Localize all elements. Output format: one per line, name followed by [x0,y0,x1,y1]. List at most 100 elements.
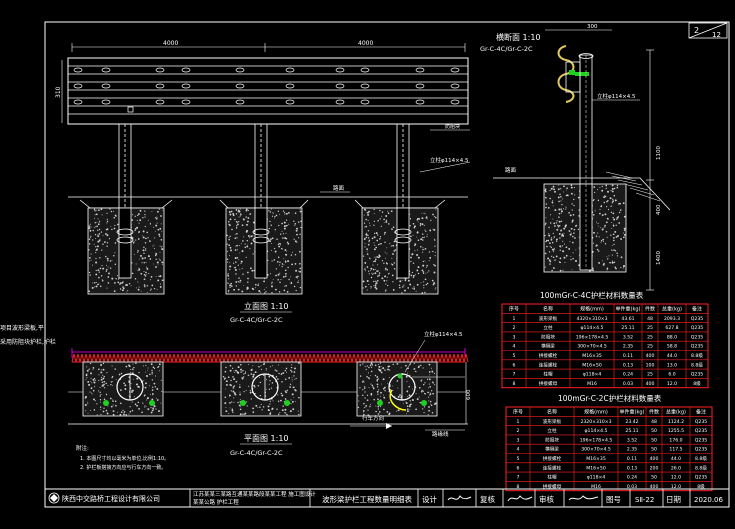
table-cell: 拼接螺栓 [543,455,562,462]
table-cell: Q235 [695,428,707,434]
elev-dim-right: 4000 [358,40,373,47]
table-cell: M16 [587,381,597,387]
table-cell: Q235 [691,334,703,340]
table-cell: 25 [647,325,653,331]
design-label: 设计 [422,494,437,504]
table-cell: 88.0 [667,334,677,340]
table-cell: 4 [517,447,520,453]
note-1: 1. 本图尺寸均以毫米为单位,比例1:10。 [80,455,169,462]
table-cell: 2093.3 [664,316,680,322]
drawing-no: SⅡ-22 [635,496,654,504]
table-cell: M16×50 [586,465,606,471]
table-cell: 4320×310×3 [576,316,607,322]
table-cell: 3 [513,334,516,340]
table-cell: 43.61 [621,316,634,322]
table-cell: 连接螺栓 [543,464,562,471]
table-cell: 7 [517,475,520,481]
table-cell: 200 [650,465,659,471]
table-cell: M16×35 [586,456,606,462]
table-cell: 26.0 [671,465,681,471]
plan-label-post: 立柱φ114×4.5 [424,330,463,338]
table-cell: 8.8级 [695,455,707,462]
elev-label-ground: 路面 [333,184,345,192]
table-cell: 1255.5 [668,428,684,434]
signature-review [507,495,533,502]
table-header-cell: 单件重(kg) [616,306,641,313]
plan-subtitle: Gr-C-4C/Gr-C-2C [230,449,283,457]
table-cell: 25.11 [625,428,638,434]
table-cell: M16×35 [582,353,602,359]
table-header-cell: 名称 [543,306,553,313]
table-cell: 12.0 [671,484,681,490]
company-logo-icon [48,492,60,504]
table-cell: 3 [517,437,520,443]
plan-dim-side: 600 [466,389,472,400]
table-cell: 0.13 [627,465,637,471]
table-cell: 1 [513,316,516,322]
table-header-cell: 规格(mm) [580,306,604,313]
table-cell: 117.5 [669,447,682,453]
table-cell: Q235 [691,372,703,378]
table-cell: 4 [513,344,516,350]
table-cell: 196×178×4.5 [580,437,613,443]
elevation-subtitle: Gr-C-4C/Gr-C-2C [230,316,283,324]
table-cell: 拼接螺母 [543,483,562,490]
table-cell: 5 [517,456,520,462]
section-view: 横断面 1:10 Gr-C-4C/Gr-C-2C 300 1100 400 14… [480,24,671,291]
table-cell: 拼接螺栓 [539,352,558,359]
table-header-cell: 规格(mm) [584,409,608,416]
table-cell: 6.0 [668,372,675,378]
section-dim-top: 300 [587,24,598,30]
table-cell: 8.8级 [695,464,707,471]
table-cell: 柱帽 [543,371,553,378]
table-cell: 58.8 [667,344,677,350]
project-sub: 某某公路 护栏工程 [193,498,239,506]
table-cell: 0.24 [623,372,633,378]
table-cell: 防阻块 [545,436,559,443]
table-cell: 横隔梁 [545,446,559,453]
table-cell: 25 [647,334,653,340]
table-cell: 2 [517,428,520,434]
table-cell: φ118×4 [583,372,602,378]
material-table-4c: 100mGr-C-4C护栏材料数量表 序号名称规格(mm)单件重(kg)件数总重… [501,290,709,389]
table-cell: Q235 [695,419,707,425]
table-cell: 2.35 [623,344,633,350]
table-cell: 柱帽 [547,474,557,481]
table-cell: 2 [513,325,516,331]
table-cell: 400 [650,484,659,490]
drawing-no-label: 图号 [606,495,621,504]
signature-audit [568,495,599,501]
table-cell: 627.8 [665,325,678,331]
section-dim-h2: 400 [656,204,662,215]
table-cell: 8.8级 [691,361,703,368]
table-cell: 12.0 [667,381,677,387]
table-cell: 0.03 [623,381,633,387]
table-cell: 0.24 [627,475,637,481]
table-cell: 6 [513,362,516,368]
elev-label-block: 防阻块 [445,123,460,130]
table-cell: 波形梁板 [543,418,562,425]
concrete-speckle [88,208,437,294]
table-cell: 横隔梁 [541,343,555,350]
elev-label-post: 立柱φ114×4.5 [430,156,469,164]
table-cell: 50 [651,437,657,443]
table-cell: 0.03 [627,484,637,490]
bolt-holes [73,67,460,105]
table-header-cell: 序号 [513,409,523,416]
material-table-2c: 100mGr-C-2C护栏材料数量表 序号名称规格(mm)单件重(kg)件数总重… [505,393,713,492]
notes-title: 附注: [76,444,89,452]
page-no: 2 [694,26,699,35]
table-cell: Q235 [691,344,703,350]
table-cell: 50 [651,428,657,434]
section-label-post: 立柱φ114×4.5 [597,92,636,100]
table-cell: 0.11 [623,353,633,359]
table-cell: 300×70×4.5 [581,447,611,453]
table-header-cell: 名称 [547,409,557,416]
table-header-cell: 单件重(kg) [620,409,645,416]
table-cell: 波形梁板 [539,315,558,322]
section-subtitle: Gr-C-4C/Gr-C-2C [480,45,533,53]
table-cell: M16×50 [582,362,602,368]
table-cell: 拼接螺母 [539,380,558,387]
table-header-cell: 总重(kg) [666,409,686,416]
table-cell: 13.0 [667,362,677,368]
